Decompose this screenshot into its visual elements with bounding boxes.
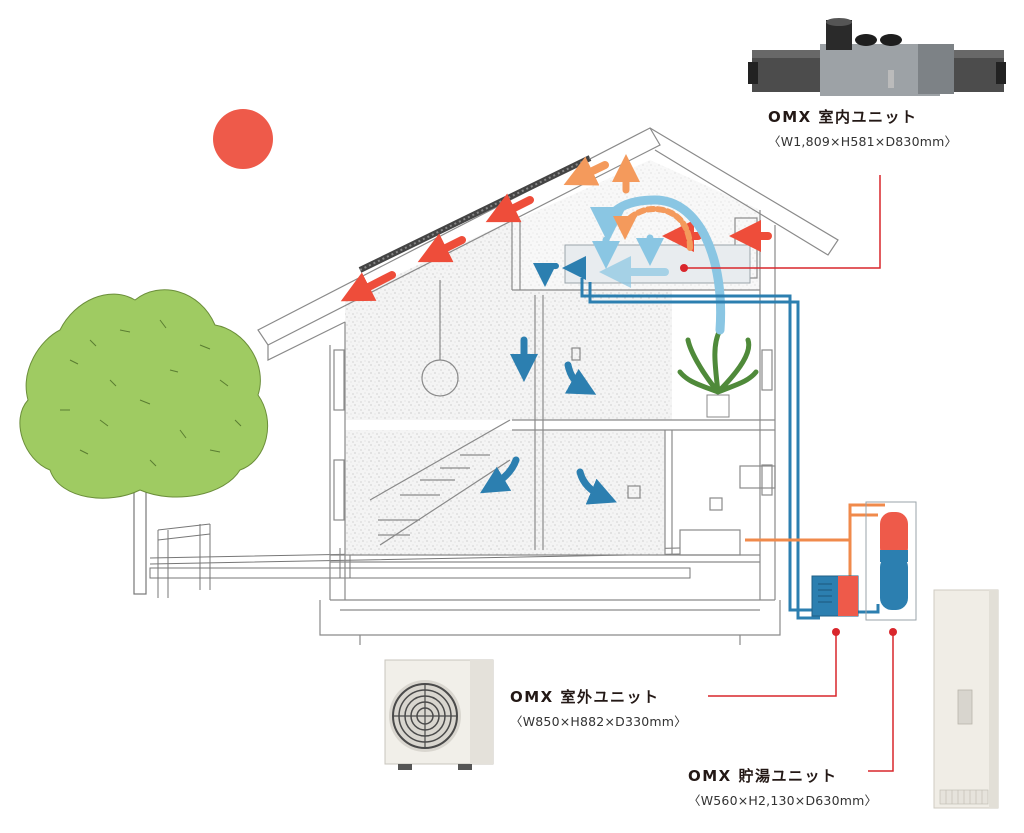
outdoor-unit-in-house [811,575,859,617]
storage-unit-photo [933,589,999,809]
indoor-unit-title: OMX 室内ユニット [768,108,918,126]
potted-plant [677,327,759,418]
outdoor-unit-title: OMX 室外ユニット [510,688,660,706]
storage-tank-in-house [865,501,917,621]
outdoor-unit-dimensions: 〈W850×H882×D330mm〉 [510,714,687,729]
outdoor-unit-photo [384,659,494,770]
indoor-unit-photo [748,18,1006,96]
house-section [257,127,839,645]
leader-lines [684,175,894,772]
circulation-arrows [590,195,726,335]
outdoor-unit-marker [832,628,840,636]
storage-unit-dimensions: 〈W560×H2,130×D630mm〉 [688,793,878,808]
indoor-unit-dimensions: 〈W1,809×H581×D830mm〉 [768,134,958,149]
storage-unit-title: OMX 貯湯ユニット [688,767,838,785]
roof-airflow-arrows [340,154,772,302]
storage-unit-marker [889,628,897,636]
indoor-unit-label: OMX 室内ユニット 〈W1,809×H581×D830mm〉 [768,106,957,150]
sun [213,109,273,169]
storage-unit-label: OMX 貯湯ユニット 〈W560×H2,130×D630mm〉 [688,765,877,809]
refrigerant-piping [580,278,885,620]
room-airflow-arrows [479,256,617,505]
indoor-unit-marker [680,264,688,272]
outdoor-unit-label: OMX 室外ユニット 〈W850×H882×D330mm〉 [510,686,687,730]
tree [19,289,269,595]
